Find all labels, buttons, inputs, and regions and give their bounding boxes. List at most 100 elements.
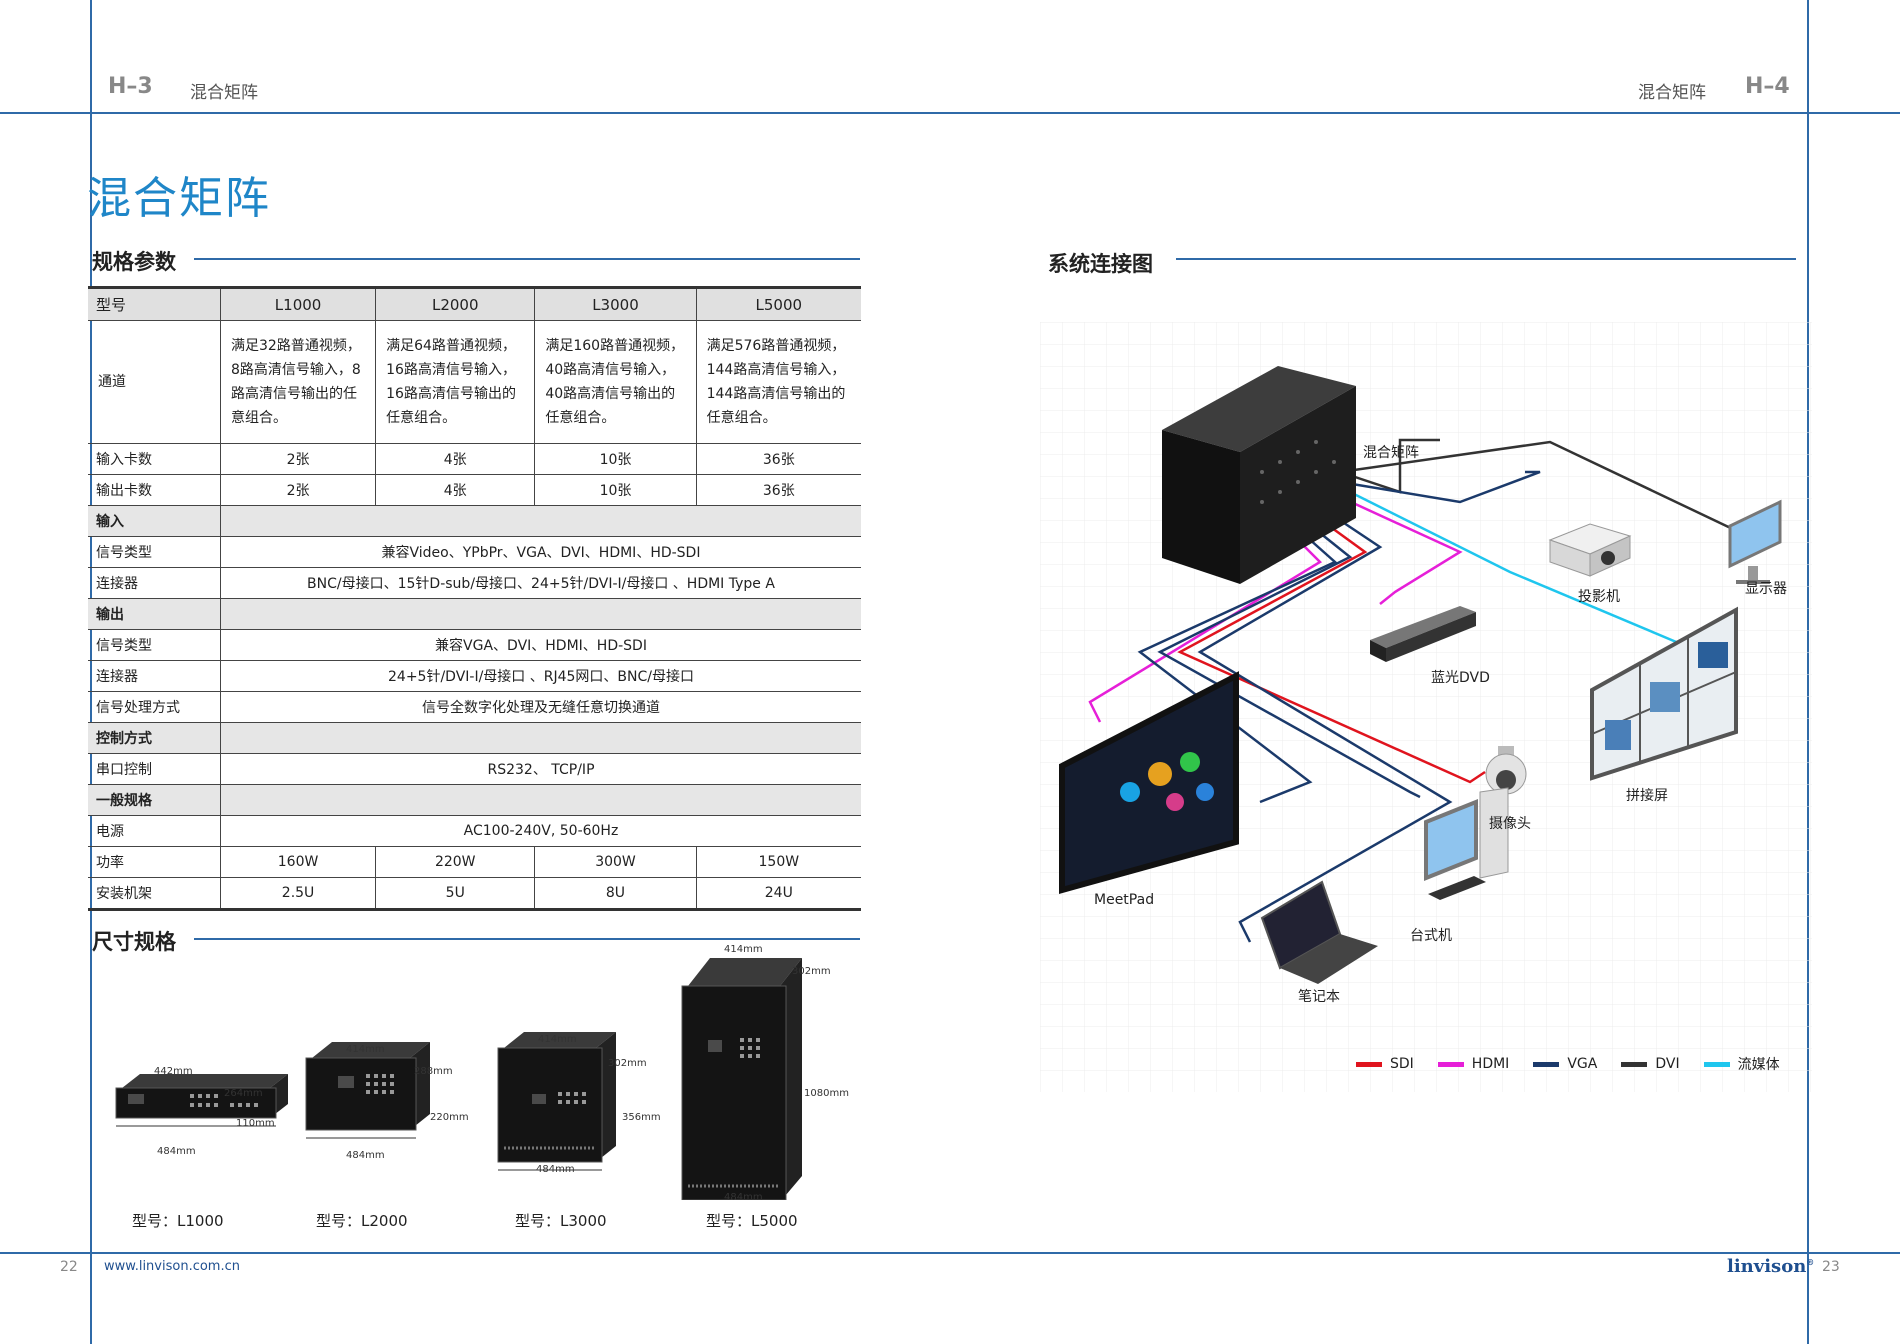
cables (1088, 438, 1761, 943)
table-cell: 2.5U (219, 877, 376, 911)
system-connection-diagram (1040, 322, 1812, 1092)
group-label: 一般规格 (88, 784, 221, 816)
legend-label: VGA (1567, 1056, 1598, 1072)
l1000-width: 442mm (154, 1066, 193, 1077)
table-cell: 信号全数字化处理及无缝任意切换通道 (220, 691, 861, 723)
l2000-height: 220mm (430, 1112, 469, 1123)
monitor-label: 显示器 (1745, 581, 1787, 597)
brand-name: linvison (1727, 1256, 1807, 1277)
row-label: 信号类型 (88, 629, 221, 661)
table-cell: RS232、 TCP/IP (220, 753, 861, 785)
spec-table: 型号 L1000 L2000 L3000 L5000 通道 满足32路普通视频，… (88, 286, 861, 911)
table-cell: AC100-240V, 50-60Hz (220, 815, 861, 847)
table-cell (220, 505, 861, 537)
table-row: 信号类型 兼容Video、YPbPr、VGA、DVI、HDMI、HD-SDI (88, 536, 861, 568)
l5000-depth: 302mm (792, 966, 831, 977)
l5000-drawing (681, 958, 802, 1200)
spec-section-title: 规格参数 (92, 250, 176, 274)
legend-label: DVI (1655, 1056, 1680, 1072)
group-label: 输出 (88, 598, 221, 630)
l3000-model-label: 型号：L3000 (515, 1212, 607, 1230)
row-label: 连接器 (88, 660, 221, 692)
row-label: 电源 (88, 815, 221, 847)
desktop-label: 台式机 (1410, 928, 1452, 944)
dimension-drawings (115, 958, 802, 1200)
legend-label: SDI (1390, 1056, 1414, 1072)
camera-label: 摄像头 (1489, 816, 1531, 832)
l2000-base: 484mm (346, 1150, 385, 1161)
l1000-model-label: 型号：L1000 (132, 1212, 224, 1230)
table-cell: 300W (534, 846, 697, 878)
footer-rule (0, 1252, 1900, 1254)
brand-mark: ® (1806, 1257, 1815, 1267)
meetpad-device (1059, 671, 1239, 894)
legend-item: DVI (1621, 1054, 1680, 1074)
meetpad-label: MeetPad (1094, 892, 1155, 908)
desktop-device (1424, 787, 1509, 900)
l1000-base: 484mm (157, 1146, 196, 1157)
videowall-label: 拼接屏 (1626, 788, 1668, 804)
page-number-left: 22 (60, 1259, 78, 1275)
table-row: 连接器 24+5针/DVI-I/母接口 、RJ45网口、BNC/母接口 (88, 660, 861, 692)
row-label: 信号类型 (88, 536, 221, 568)
l1000-height: 110mm (236, 1118, 275, 1129)
table-cell: 2张 (219, 474, 376, 506)
l2000-drawing (305, 1042, 430, 1139)
table-row: 输入卡数 2张 4张 10张 36张 (88, 443, 861, 475)
legend-item: VGA (1533, 1054, 1597, 1074)
matrix-device (1162, 366, 1356, 584)
row-label: 输入卡数 (88, 443, 221, 475)
legend-item: 流媒体 (1703, 1054, 1780, 1074)
legend-swatch (1703, 1061, 1730, 1067)
row-label: 安装机架 (88, 877, 221, 911)
table-cell: 4张 (375, 474, 535, 506)
table-cell: 4张 (375, 443, 535, 475)
table-header-cell: L1000 (219, 286, 376, 321)
table-cell: 150W (695, 846, 861, 878)
l3000-depth: 302mm (608, 1058, 647, 1069)
table-row: 电源 AC100-240V, 50-60Hz (88, 815, 861, 847)
diagram-section-title: 系统连接图 (1048, 252, 1153, 276)
legend-item: HDMI (1437, 1054, 1509, 1074)
header-right-code: H–4 (1745, 74, 1790, 99)
row-label: 串口控制 (88, 753, 221, 785)
l2000-depth: 288mm (414, 1066, 453, 1077)
table-header-cell: L3000 (534, 286, 697, 321)
l3000-base: 484mm (536, 1164, 575, 1175)
l1000-drawing (115, 1074, 288, 1127)
table-row: 连接器 BNC/母接口、15针D-sub/母接口、24+5针/DVI-I/母接口… (88, 567, 861, 599)
table-cell (220, 784, 861, 816)
header-left-code: H–3 (108, 74, 153, 99)
table-cell: 36张 (695, 443, 861, 475)
page-number-right: 23 (1822, 1259, 1840, 1275)
table-row: 安装机架 2.5U 5U 8U 24U (88, 877, 861, 911)
row-label: 连接器 (88, 567, 221, 599)
table-cell: 满足576路普通视频，144路高清信号输入，144路高清信号输出的任意组合。 (695, 320, 861, 444)
l3000-width: 414mm (538, 1034, 577, 1045)
table-cell: 满足160路普通视频，40路高清信号输入，40路高清信号输出的任意组合。 (534, 320, 697, 444)
table-cell: 220W (375, 846, 535, 878)
table-cell: 10张 (534, 443, 697, 475)
laptop-label: 笔记本 (1298, 989, 1340, 1005)
legend-label: 流媒体 (1737, 1057, 1780, 1073)
table-row: 通道 满足32路普通视频，8路高清信号输入，8路高清信号输出的任意组合。 满足6… (88, 320, 861, 444)
diagram-section-rule (1176, 258, 1796, 260)
legend-swatch (1356, 1061, 1382, 1067)
table-cell (220, 598, 861, 630)
spec-section-rule (194, 258, 860, 260)
row-label: 通道 (88, 320, 221, 444)
bluray-dvd-device (1370, 606, 1476, 662)
projector-label: 投影机 (1578, 589, 1620, 605)
table-row: 串口控制 RS232、 TCP/IP (88, 753, 861, 785)
table-cell: 兼容Video、YPbPr、VGA、DVI、HDMI、HD-SDI (220, 536, 861, 568)
projector-device (1548, 523, 1632, 577)
l3000-height: 356mm (622, 1112, 661, 1123)
l2000-model-label: 型号：L2000 (316, 1212, 408, 1230)
brand-logo: linvison® (1727, 1256, 1814, 1277)
header-right-name: 混合矩阵 (1638, 83, 1706, 103)
group-label: 控制方式 (88, 722, 221, 754)
website-url: www.linvison.com.cn (104, 1259, 240, 1274)
table-row: 输出卡数 2张 4张 10张 36张 (88, 474, 861, 506)
table-cell: 2张 (219, 443, 376, 475)
group-label: 输入 (88, 505, 221, 537)
